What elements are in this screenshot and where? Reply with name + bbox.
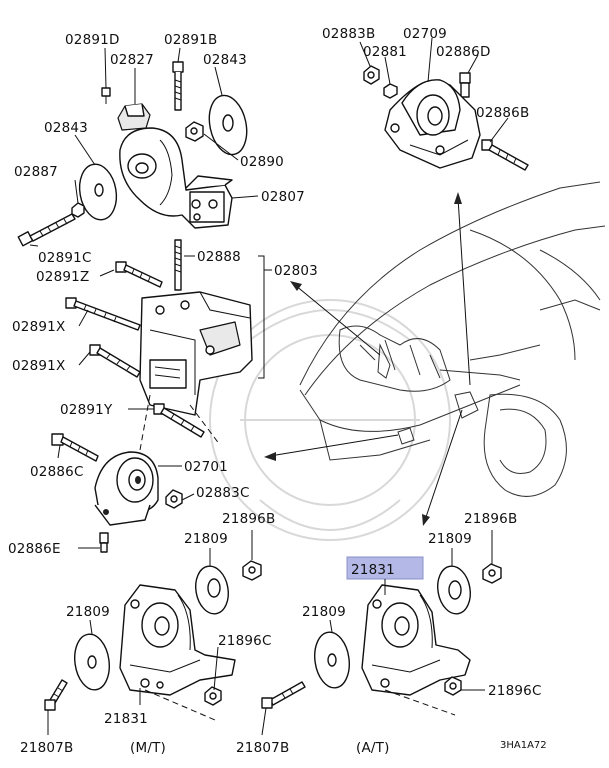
label-02890: 02890 [240,154,284,170]
label-21809-at-left: 21809 [302,604,346,620]
bolt-02891Z [115,261,163,288]
vehicle-engine-bay [299,181,606,497]
bolt-02891D [101,87,111,104]
bolt-02886D [459,72,471,98]
bushing-02701 [51,433,183,553]
label-02807: 02807 [261,189,305,205]
bolt-21807B-at [261,681,306,709]
label-02891X-b: 02891X [12,358,65,374]
nut-02887 [71,202,85,218]
label-21809-mt-top: 21809 [184,531,228,547]
washer-21809-at-left [314,631,350,689]
nut-02883C [165,489,183,509]
washer-02843-left [78,163,118,221]
nut-21896B-at [482,563,502,584]
label-02701: 02701 [184,459,228,475]
label-02886B: 02886B [476,105,529,121]
mount-at-assembly [261,556,502,716]
label-02709: 02709 [403,26,447,42]
nut-21896C-at [444,676,462,696]
stopper-02827 [117,103,151,131]
washer-21809-at-top [437,565,471,615]
bolt-02886E [99,532,109,553]
label-21831-at: 21831 [351,562,395,578]
bracket-02803 [139,291,253,416]
diagram-code: 3HA1A72 [500,740,547,751]
label-02881: 02881 [363,44,407,60]
insulator-02709 [384,79,481,169]
label-02891X-a: 02891X [12,319,65,335]
label-21807B-mt: 21807B [20,740,73,756]
stud-02888 [174,239,182,291]
bolt-02891X-b [89,344,141,378]
label-02886D: 02886D [436,44,491,60]
label-02886C: 02886C [30,464,84,480]
label-02891C: 02891C [38,250,92,266]
bolt-02886C [51,433,99,462]
washer-02843-top [208,94,248,156]
insulator-02807 [119,127,233,229]
label-21896B-mt: 21896B [222,511,275,527]
bracket-21831-at [361,584,471,696]
label-02891Y: 02891Y [60,402,113,418]
nut-02890 [185,121,204,142]
mount-mt-assembly [44,560,262,721]
bracket-21831-mt [119,584,236,696]
label-21831-mt: 21831 [104,711,148,727]
label-02891D: 02891D [65,32,120,48]
label-21896C-mt: 21896C [218,633,272,649]
washer-21809-mt-top [195,565,229,615]
label-02803: 02803 [274,263,318,279]
label-02886E: 02886E [8,541,61,557]
engine-mount-upper-right [363,65,529,171]
label-02888: 02888 [197,249,241,265]
bolt-02891X-a [65,297,141,331]
watermark [209,299,451,541]
label-at: (A/T) [356,740,390,756]
label-21807B-at: 21807B [236,740,289,756]
label-21809-at-top: 21809 [428,531,472,547]
label-02891B: 02891B [164,32,217,48]
label-21896C-at: 21896C [488,683,542,699]
label-21809-mt-left: 21809 [66,604,110,620]
label-02887: 02887 [14,164,58,180]
nut-21896B-mt [242,560,262,581]
nut-21896C-mt [204,686,222,706]
label-02891Z: 02891Z [36,269,89,285]
part-labels: 02891D 02891B 02827 02843 02843 02890 02… [8,26,547,756]
bolt-21807B-mt [44,679,68,711]
pointer-arrows [264,192,471,526]
nut-02881 [383,83,398,99]
engine-mount-upper-left [17,61,248,247]
label-02843-top: 02843 [203,52,247,68]
label-02883B: 02883B [322,26,375,42]
label-02883C: 02883C [196,485,250,501]
bolt-02891B [172,61,184,111]
bracket-assembly-02803 [65,239,253,451]
bolt-02891C [17,213,76,247]
label-mt: (M/T) [130,740,166,756]
washer-21809-mt-left [74,633,110,691]
leader-lines [29,37,509,736]
bolt-02886B [481,139,529,171]
label-02843-left: 02843 [44,120,88,136]
nut-02883B [363,65,380,85]
label-21896B-at: 21896B [464,511,517,527]
label-02827: 02827 [110,52,154,68]
